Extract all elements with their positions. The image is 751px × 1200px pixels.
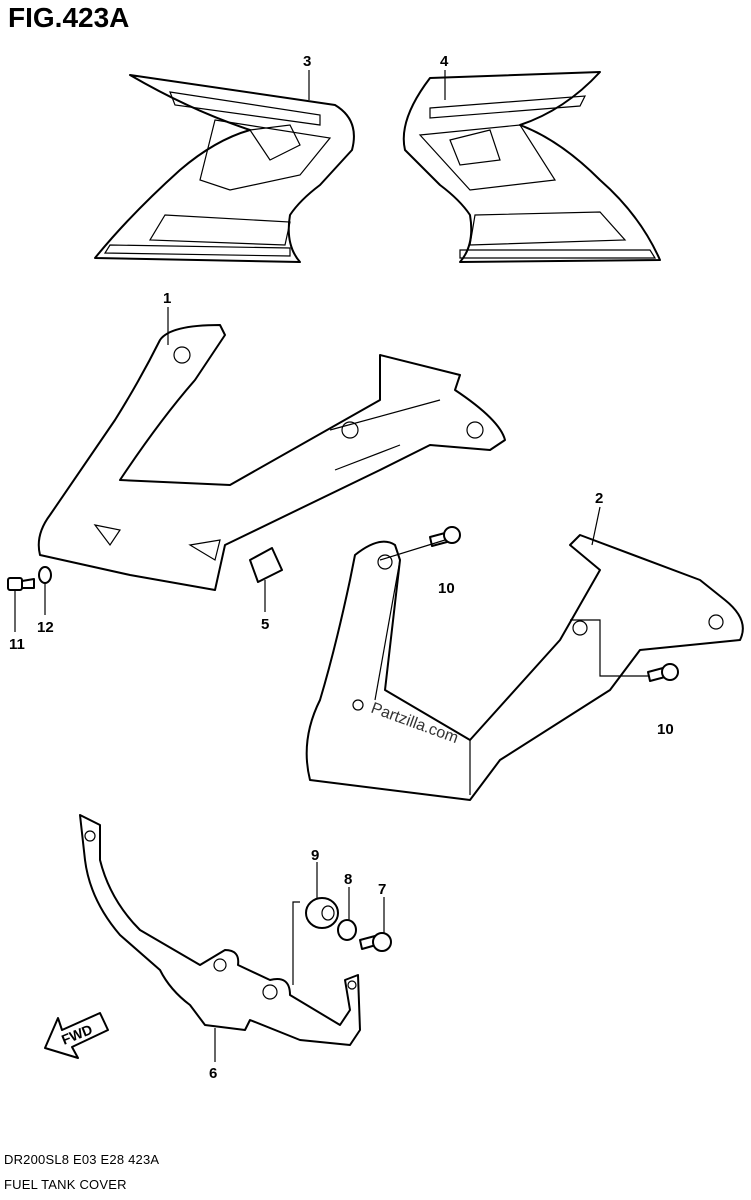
figure-name: FUEL TANK COVER (4, 1177, 127, 1192)
callout-9: 9 (311, 847, 319, 864)
callout-11: 11 (9, 636, 25, 653)
part-4-emblem-right[interactable] (402, 71, 661, 263)
part-8-collar[interactable] (337, 919, 357, 941)
part-7-bolt[interactable] (359, 932, 392, 952)
part-11-bolt[interactable] (7, 577, 35, 591)
callout-6: 6 (209, 1065, 217, 1082)
callout-2: 2 (595, 490, 603, 507)
part-3-emblem-left[interactable] (94, 74, 355, 263)
callout-5: 5 (261, 616, 269, 633)
part-6-bracket[interactable] (79, 814, 361, 1046)
part-5-pad[interactable] (249, 547, 283, 583)
part-1-fuel-tank-cover-left[interactable] (37, 324, 506, 591)
leader-lines (14, 70, 648, 1062)
part-10-bolt-lower[interactable] (647, 663, 679, 682)
callout-8: 8 (344, 871, 352, 888)
part-9-grommet[interactable] (305, 897, 339, 929)
figure-code: DR200SL8 E03 E28 423A (4, 1152, 160, 1167)
fwd-arrow-icon: FWD (44, 1012, 109, 1059)
figure-title: FIG.423A (8, 2, 130, 33)
callout-1: 1 (163, 290, 171, 307)
callout-10b: 10 (657, 721, 674, 738)
callout-3: 3 (303, 53, 311, 70)
callout-7: 7 (378, 881, 386, 898)
callout-12: 12 (37, 619, 54, 636)
callout-4: 4 (440, 53, 449, 70)
part-12-washer[interactable] (38, 566, 52, 584)
part-2-fuel-tank-cover-right[interactable] (305, 534, 744, 801)
callout-10a: 10 (438, 580, 455, 597)
